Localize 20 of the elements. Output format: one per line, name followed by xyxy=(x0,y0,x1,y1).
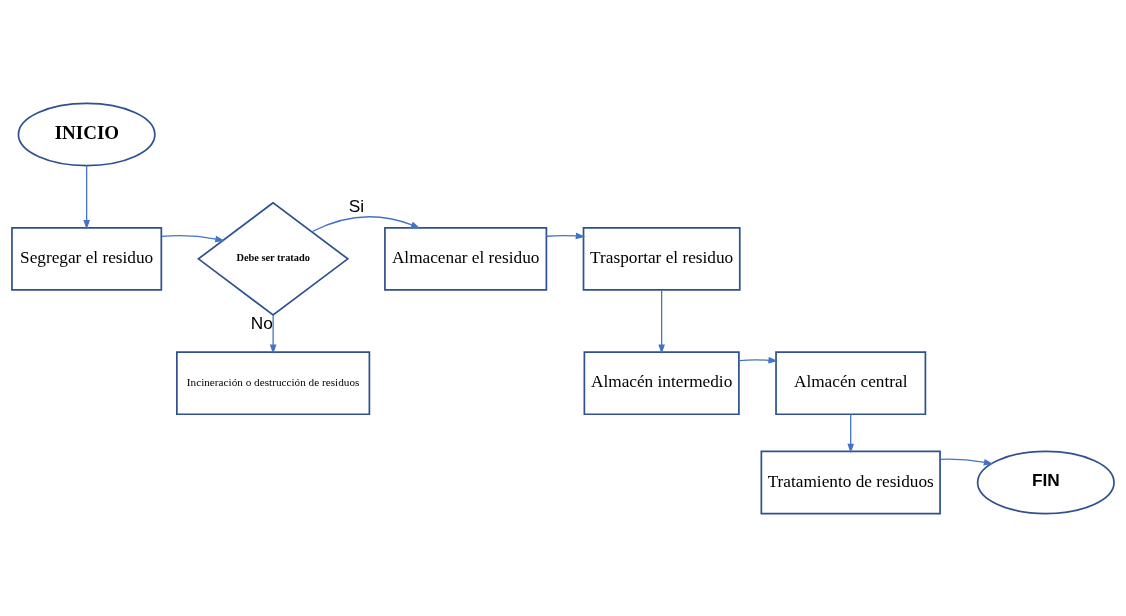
node-box: Almacén central xyxy=(775,350,927,415)
node-box: Trasportar el residuo xyxy=(582,226,741,291)
arrow xyxy=(545,232,586,239)
arrow xyxy=(311,215,421,232)
arrow xyxy=(83,164,90,230)
node-box: Almacén intermedio xyxy=(583,350,740,415)
node-box: Segregar el residuo xyxy=(11,226,163,291)
node-ellipse: INICIO xyxy=(17,102,156,166)
arrow xyxy=(939,458,994,466)
arrow xyxy=(269,314,277,354)
arrow xyxy=(658,288,665,354)
arrow xyxy=(161,234,225,242)
node-box: Tratamiento de residuos xyxy=(760,450,941,514)
arrow xyxy=(847,413,855,453)
arrow xyxy=(738,356,778,364)
node-ellipse: FIN xyxy=(976,450,1115,514)
node-box: Almacenar el residuo xyxy=(384,226,548,291)
edge-label: Si xyxy=(348,195,365,216)
node-box: Incineración o destrucción de residuos xyxy=(176,350,371,415)
node-diamond: Debe ser tratado xyxy=(197,201,350,316)
